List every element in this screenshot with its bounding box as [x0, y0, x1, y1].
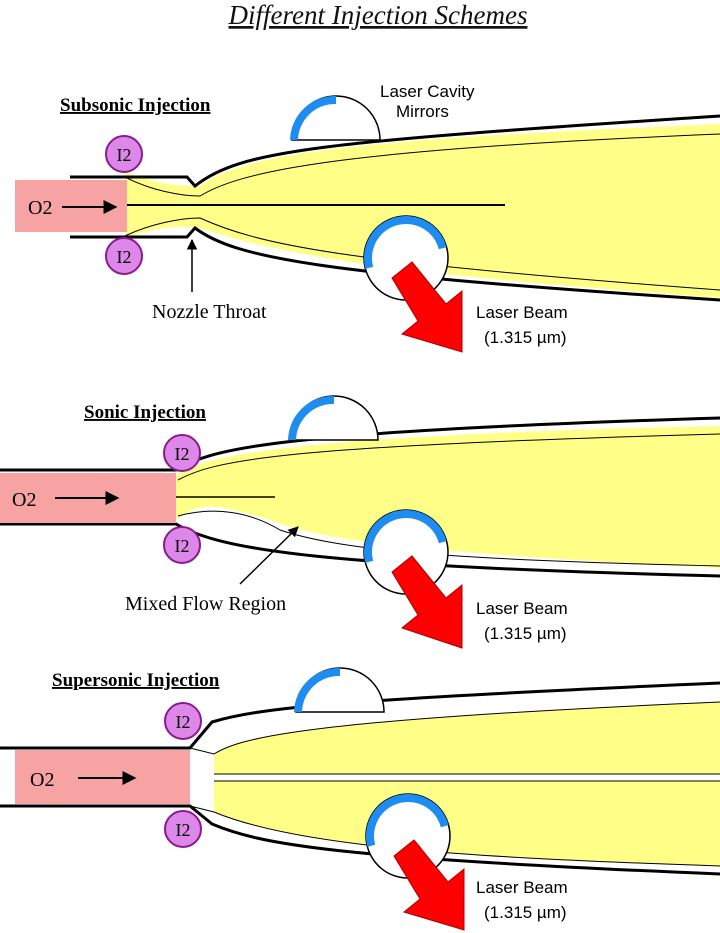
- supersonic-flow-upper: [214, 702, 720, 774]
- subsonic-panel: Subsonic Injection O2 I2 I2 Nozzle Throa…: [15, 82, 720, 353]
- supersonic-beam-arrow: [393, 839, 465, 931]
- supersonic-beam-label-line1: Laser Beam: [476, 878, 568, 897]
- subsonic-i2-bottom-circle: [105, 237, 143, 275]
- sonic-beam-label-line1: Laser Beam: [476, 599, 568, 618]
- sonic-top-mirror: [288, 395, 334, 440]
- supersonic-o2-label: O2: [30, 769, 54, 791]
- supersonic-top-mirror: [294, 667, 340, 712]
- mixed-flow-label: Mixed Flow Region: [125, 593, 286, 615]
- mirror-label-line1: Laser Cavity: [380, 82, 475, 101]
- subsonic-i2-bottom-label: I2: [117, 247, 132, 267]
- supersonic-i2-top-label: I2: [176, 712, 191, 732]
- sonic-i2-top-circle: [163, 434, 201, 472]
- subsonic-top-mirror: [290, 95, 336, 140]
- sonic-beam-label-line2: (1.315 µm): [484, 624, 567, 643]
- supersonic-i2-bottom-label: I2: [176, 820, 191, 840]
- subsonic-flow-region: [125, 124, 720, 298]
- subsonic-upper-wall: [70, 114, 720, 189]
- mirror-label-line2: Mirrors: [396, 102, 449, 121]
- supersonic-bottom-mirror: [366, 794, 449, 847]
- supersonic-i2-bottom-circle: [164, 810, 202, 848]
- supersonic-inner-wall-top: [189, 701, 720, 755]
- subsonic-beam-label-line1: Laser Beam: [476, 303, 568, 322]
- subsonic-lower-wall: [70, 225, 720, 302]
- sonic-bottom-mirror: [364, 510, 447, 563]
- sonic-i2-top-label: I2: [175, 444, 190, 464]
- sonic-o2-label: O2: [12, 489, 36, 511]
- subsonic-heading: Subsonic Injection: [60, 95, 211, 116]
- sonic-beam-arrow: [391, 555, 463, 649]
- subsonic-i2-top-label: I2: [117, 145, 132, 165]
- page-title: Different Injection Schemes: [228, 0, 528, 30]
- sonic-inner-wall-top: [177, 433, 720, 481]
- mixed-flow-arrow: [239, 526, 299, 585]
- supersonic-i2-top-circle: [164, 702, 202, 740]
- supersonic-flow-lower: [214, 781, 720, 866]
- sonic-i2-bottom-circle: [163, 526, 201, 564]
- subsonic-beam-label-line2: (1.315 µm): [484, 328, 567, 347]
- subsonic-beam-arrow: [391, 261, 463, 353]
- subsonic-bottom-mirror: [364, 216, 447, 269]
- sonic-inner-wall-bottom: [177, 510, 720, 567]
- sonic-flow-region: [176, 426, 720, 568]
- sonic-heading: Sonic Injection: [84, 402, 206, 423]
- sonic-i2-bottom-label: I2: [175, 536, 190, 556]
- subsonic-o2-label: O2: [28, 197, 52, 219]
- subsonic-inner-wall-top: [124, 133, 720, 197]
- supersonic-panel: Supersonic Injection O2 I2 I2 Laser Beam…: [0, 667, 720, 931]
- supersonic-lower-wall: [0, 804, 720, 876]
- nozzle-throat-label: Nozzle Throat: [152, 301, 267, 323]
- sonic-panel: Sonic Injection O2 I2 I2 Mixed Flow Regi…: [0, 395, 720, 649]
- supersonic-heading: Supersonic Injection: [52, 670, 220, 691]
- subsonic-i2-top-circle: [105, 135, 143, 173]
- supersonic-beam-label-line2: (1.315 µm): [484, 903, 567, 922]
- subsonic-inner-wall-bottom: [124, 217, 720, 291]
